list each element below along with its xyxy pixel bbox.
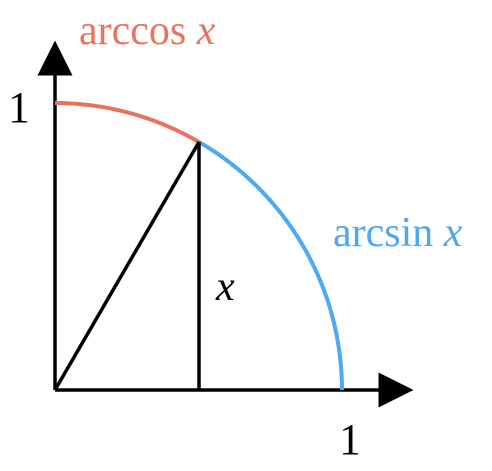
arcsin-label: arcsin x: [333, 212, 462, 254]
arccos-var-text: x: [196, 8, 216, 54]
x-axis-one-label: 1: [339, 415, 361, 464]
radius-line: [53, 141, 201, 391]
arcsin-fn-text: arcsin: [333, 210, 434, 256]
arccos-fn-text: arccos: [79, 8, 187, 54]
y-axis-one-label: 1: [8, 83, 30, 132]
arccos-label: arccos x: [79, 10, 215, 52]
segment-x-label: x: [216, 264, 235, 310]
arcsin-var-text: x: [443, 210, 463, 256]
arcsin-arc: [197, 140, 344, 391]
arccos-arc: [54, 101, 201, 144]
